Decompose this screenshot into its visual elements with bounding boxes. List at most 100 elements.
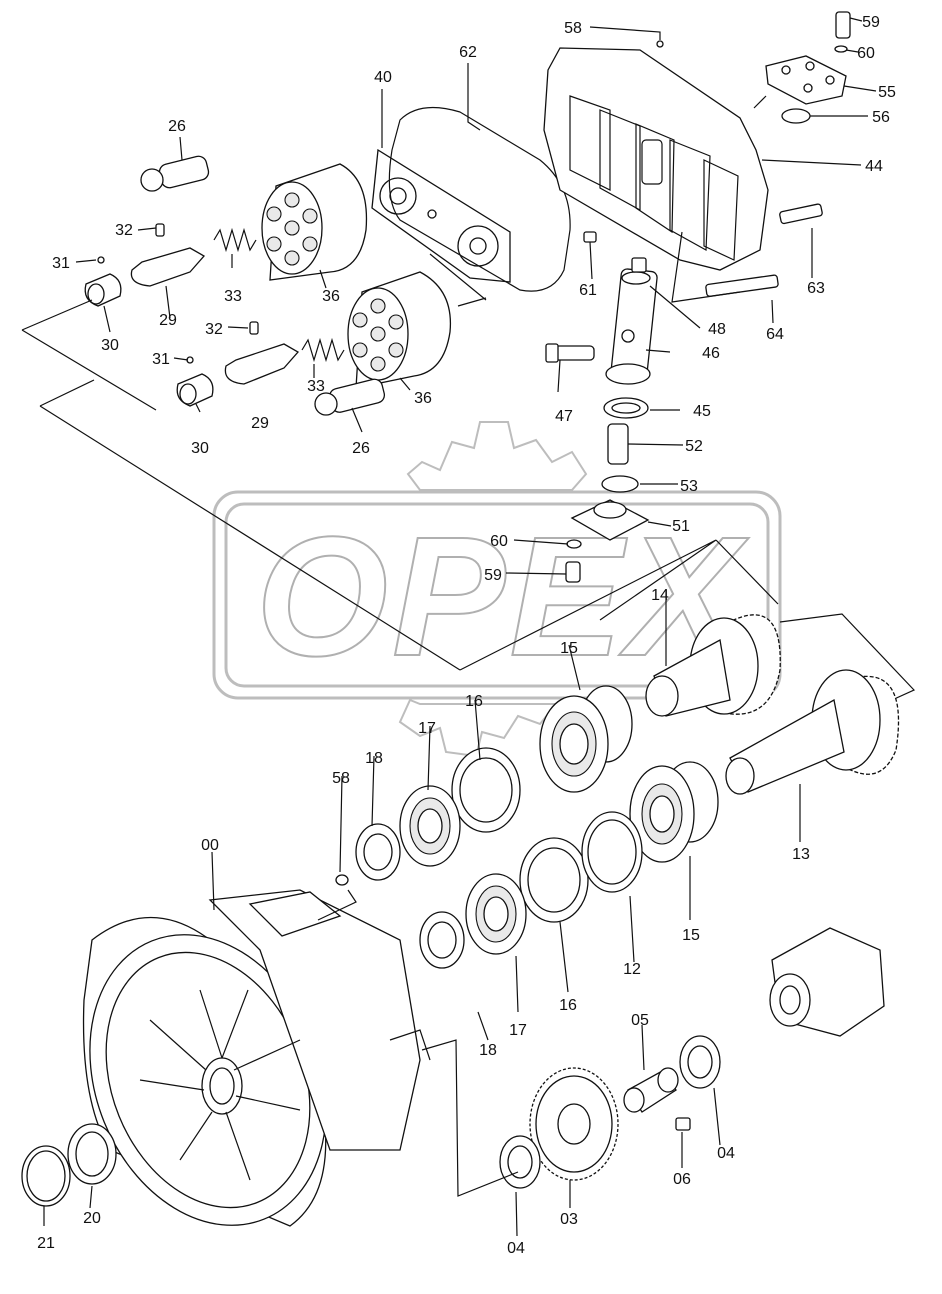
part-label-18b: 18 (479, 1042, 497, 1059)
part-label-60b: 60 (490, 533, 508, 550)
part-label-26b: 26 (352, 440, 370, 457)
snap-ring-21 (21, 1145, 71, 1207)
pin-32-a (155, 223, 165, 237)
coupling-05 (623, 1067, 679, 1113)
bolt-59-mid (565, 561, 581, 583)
oring-53 (601, 475, 639, 493)
part-label-29b: 29 (251, 415, 269, 432)
part-label-58a: 58 (564, 20, 582, 37)
servo-piston-46 (605, 268, 658, 385)
part-label-51: 51 (672, 518, 690, 535)
nut-18-b (419, 911, 465, 969)
plug-30-b (176, 373, 214, 407)
spring-33-a (213, 227, 257, 253)
part-label-44: 44 (865, 158, 883, 175)
gear-shaft-14 (645, 614, 781, 717)
part-label-52: 52 (685, 438, 703, 455)
part-label-04b: 04 (507, 1240, 525, 1257)
part-label-62: 62 (459, 44, 477, 61)
part-label-14: 14 (651, 587, 669, 604)
part-label-17b: 17 (509, 1022, 527, 1039)
part-label-40: 40 (374, 69, 392, 86)
part-label-32b: 32 (205, 321, 223, 338)
bearing-17-b (465, 873, 527, 955)
part-label-15b: 15 (682, 927, 700, 944)
spool-29-b (224, 343, 300, 385)
part-label-63: 63 (807, 280, 825, 297)
part-label-17a: 17 (418, 720, 436, 737)
part-label-16a: 16 (465, 693, 483, 710)
watermark: OPEX (212, 421, 782, 758)
plug-48 (631, 257, 647, 273)
part-label-30b: 30 (191, 440, 209, 457)
part-label-03: 03 (560, 1211, 578, 1228)
part-label-56: 56 (872, 109, 890, 126)
screw-47 (545, 343, 595, 363)
part-label-59a: 59 (862, 14, 880, 31)
part-label-36b: 36 (414, 390, 432, 407)
part-label-31a: 31 (52, 255, 70, 272)
washer-60-mid (566, 539, 582, 549)
part-label-13: 13 (792, 846, 810, 863)
part-label-18a: 18 (365, 750, 383, 767)
spring-33-b (301, 337, 345, 363)
part-label-31b: 31 (152, 351, 170, 368)
part-label-29a: 29 (159, 312, 177, 329)
stopper-52 (607, 423, 629, 465)
part-label-61: 61 (579, 282, 597, 299)
part-label-33a: 33 (224, 288, 242, 305)
part-label-33b: 33 (307, 378, 325, 395)
bolt-59-top (835, 11, 851, 39)
part-label-36a: 36 (322, 288, 340, 305)
part-label-21: 21 (37, 1235, 55, 1252)
part-label-12: 12 (623, 961, 641, 978)
ball-31-a (97, 256, 105, 264)
part-label-05: 05 (631, 1012, 649, 1029)
part-label-59b: 59 (484, 567, 502, 584)
part-label-53: 53 (680, 478, 698, 495)
ring-16-b (519, 837, 589, 923)
watermark-text: OPEX (256, 502, 749, 692)
pin-61 (583, 231, 597, 243)
bearing-04-a (679, 1035, 721, 1089)
spool-29-a (130, 247, 206, 287)
bolt-64 (705, 274, 779, 297)
part-label-06: 06 (673, 1171, 691, 1188)
cylinder-block-36-b (347, 271, 452, 389)
oring-56 (781, 108, 811, 124)
bearing-17-a (399, 785, 461, 867)
piston-26-b (314, 378, 386, 416)
key-06 (675, 1117, 691, 1131)
valve-plate-40 (371, 148, 511, 283)
bearing-15-b (629, 761, 719, 863)
plug-30-a (84, 273, 122, 307)
part-label-20: 20 (83, 1210, 101, 1227)
part-label-26a: 26 (168, 118, 186, 135)
bolt-63 (779, 203, 823, 225)
group-line-lower (317, 889, 519, 1197)
part-label-47: 47 (555, 408, 573, 425)
gear-pump-assembly (769, 927, 885, 1037)
part-label-64: 64 (766, 326, 784, 343)
cover-51 (570, 499, 650, 541)
housing-44 (543, 40, 769, 271)
part-label-45: 45 (693, 403, 711, 420)
pump-casing-00 (82, 889, 431, 1227)
oring-58 (335, 874, 349, 886)
washer-60-top (834, 45, 848, 53)
bearing-15-a (539, 685, 633, 793)
part-label-55: 55 (878, 84, 896, 101)
ring-16-a (451, 747, 521, 833)
bearing-04-b (499, 1135, 541, 1189)
pin-32-b (249, 321, 259, 335)
group-line-mid (429, 253, 779, 671)
nut-18-a (355, 823, 401, 881)
part-label-58b: 58 (332, 770, 350, 787)
part-label-32a: 32 (115, 222, 133, 239)
gasket-62 (388, 106, 571, 292)
part-label-00: 00 (201, 837, 219, 854)
part-label-46: 46 (702, 345, 720, 362)
